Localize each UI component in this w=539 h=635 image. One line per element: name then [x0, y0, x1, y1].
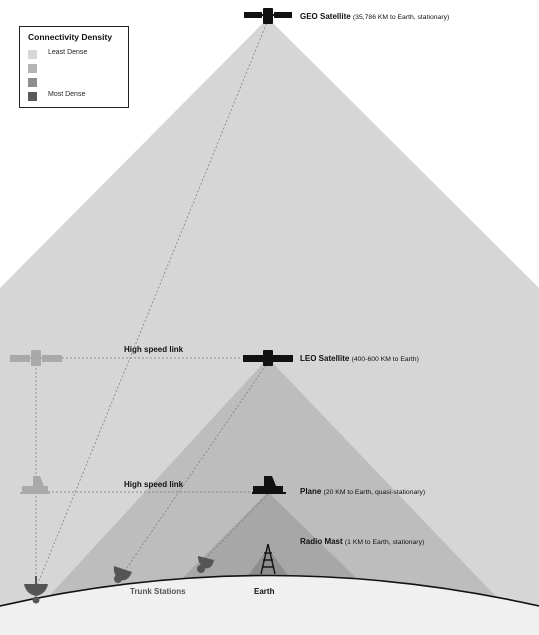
trunk-station-dish-icon	[197, 556, 214, 573]
plane-faded-icon	[20, 476, 50, 494]
legend-title: Connectivity Density	[28, 32, 113, 42]
geo-satellite-label: GEO Satellite (35,786 KM to Earth, stati…	[300, 12, 449, 21]
trunk-stations-label: Trunk Stations	[130, 587, 186, 596]
upper-link-label: High speed link	[124, 345, 184, 354]
lower-link-label: High speed link	[124, 480, 184, 489]
leo-satellite-icon	[243, 350, 293, 366]
earth-surface	[0, 575, 539, 635]
legend-label: Most Dense	[48, 91, 86, 98]
radio-mast-detail: (1 KM to Earth, stationary)	[344, 539, 425, 546]
plane-icon	[252, 476, 286, 494]
plane-detail: (20 KM to Earth, quasi-stationary)	[323, 489, 426, 496]
earth-horizon-line	[0, 574, 539, 607]
legend-swatch	[28, 50, 37, 59]
radio-mast-label: Radio Mast (1 KM to Earth, stationary)	[300, 537, 424, 546]
trunk-station-dish-icon	[24, 576, 48, 604]
plane-name: Plane	[300, 487, 322, 496]
leo-satellite-faded-icon	[10, 350, 62, 366]
leo-satellite-name: LEO Satellite	[300, 354, 350, 363]
geo-satellite-icon	[244, 8, 292, 24]
geo-satellite-name: GEO Satellite	[300, 12, 351, 21]
plane-label: Plane (20 KM to Earth, quasi-stationary)	[300, 487, 425, 496]
legend-swatch	[28, 64, 37, 73]
legend: Connectivity Density Least Dense Most De…	[19, 26, 129, 108]
legend-swatch	[28, 92, 37, 101]
leo-satellite-detail: (400-600 KM to Earth)	[351, 356, 419, 363]
legend-swatch	[28, 78, 37, 87]
trunk-station-dish-icon	[113, 566, 132, 583]
legend-label: Least Dense	[48, 49, 88, 56]
geo-satellite-detail: (35,786 KM to Earth, stationary)	[352, 14, 450, 21]
leo-satellite-label: LEO Satellite (400-600 KM to Earth)	[300, 354, 419, 363]
radio-mast-name: Radio Mast	[300, 537, 343, 546]
geo-coverage-cone	[0, 18, 539, 606]
earth-label: Earth	[254, 587, 275, 596]
radio-mast-icon	[260, 543, 276, 575]
